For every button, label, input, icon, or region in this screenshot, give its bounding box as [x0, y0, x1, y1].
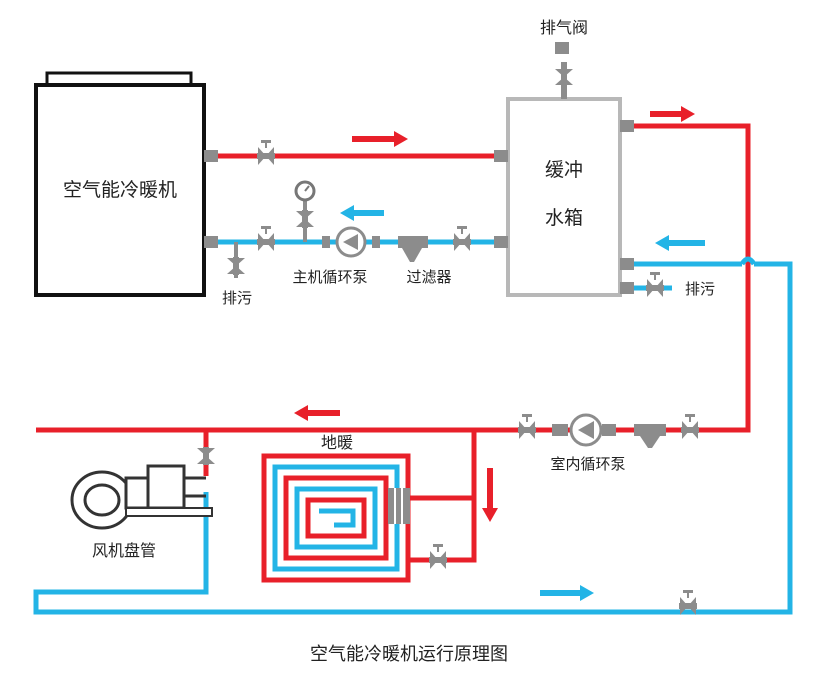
- indoor-return-pipe: [33, 261, 793, 615]
- supply-valve: [257, 140, 275, 165]
- indoor-circulation-pump-icon: [552, 413, 616, 447]
- vent-valve-label: 排气阀: [540, 18, 588, 37]
- buffer-tank-label-2: 水箱: [545, 207, 583, 229]
- heat-pump-inlet-stub: [204, 236, 218, 248]
- floor-heating-branch-pipe: [410, 430, 477, 563]
- tank-inlet-stub: [494, 150, 508, 162]
- diagram-caption: 空气能冷暖机运行原理图: [310, 644, 508, 665]
- indoor-supply-pipe: [36, 123, 751, 433]
- main-pump-label: 主机循环泵: [292, 268, 367, 286]
- indoor-valve-2: [681, 414, 699, 439]
- return-valve-1: [257, 226, 275, 251]
- main-circulation-pump-icon: [322, 226, 380, 258]
- buffer-tank-label-1: 缓冲: [545, 159, 583, 181]
- floor-heating-coil-icon: [261, 453, 411, 583]
- vent-valve: [555, 42, 573, 99]
- pressure-gauge-icon: [294, 180, 316, 242]
- flow-arrow-down-icon: [482, 468, 498, 522]
- flow-arrow-right-icon: [650, 106, 695, 122]
- drain-right-label: 排污: [685, 280, 715, 298]
- tank-drain-stub: [620, 282, 634, 294]
- filter-icon: [398, 236, 428, 262]
- drain-valve-right: [646, 272, 664, 297]
- indoor-filter-icon: [634, 424, 666, 448]
- return-valve-2: [453, 226, 471, 251]
- heat-pump-label: 空气能冷暖机: [63, 179, 177, 201]
- drain-valve-left: [227, 242, 245, 278]
- drain-left-label: 排污: [222, 289, 252, 307]
- floor-heating-valve: [429, 544, 447, 569]
- indoor-pump-label: 室内循环泵: [550, 455, 625, 473]
- floor-heating-label: 地暖: [321, 433, 353, 452]
- tank-supply-stub: [620, 120, 634, 132]
- filter-label: 过滤器: [406, 268, 451, 286]
- flow-arrow-right-icon: [540, 585, 594, 601]
- heat-pump-outlet-stub: [204, 150, 218, 162]
- fan-coil-unit-icon: [70, 430, 215, 530]
- indoor-valve-1: [518, 414, 536, 439]
- heat-pump-unit: [34, 71, 206, 297]
- flow-arrow-left-icon: [655, 235, 705, 251]
- flow-arrow-left-icon: [294, 405, 340, 421]
- flow-arrow-left-icon: [340, 205, 384, 221]
- pipe-crossover: [739, 256, 757, 266]
- flow-arrow-right-icon: [352, 131, 408, 147]
- tank-return-stub: [620, 258, 634, 270]
- fan-coil-label: 风机盘管: [92, 541, 156, 560]
- tank-outlet-stub: [494, 236, 508, 248]
- buffer-tank: [506, 97, 622, 297]
